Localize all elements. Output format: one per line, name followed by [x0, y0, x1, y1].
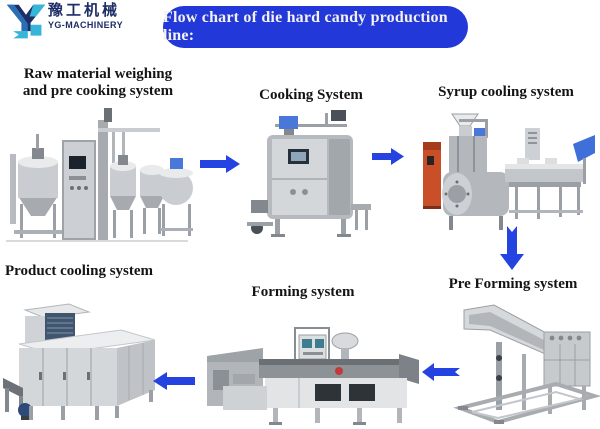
logo-chinese-text: 豫工机械 — [48, 2, 121, 19]
label-syrup-cooling-system: Syrup cooling system — [438, 84, 574, 100]
label-product-cooling-system: Product cooling system — [4, 263, 154, 279]
pre-forming-machine-image — [453, 304, 600, 425]
label-raw-line2: and pre cooking system — [22, 82, 174, 99]
arrow-syrup-to-preforming-icon — [500, 226, 524, 270]
label-forming-system: Forming system — [251, 284, 355, 300]
arrow-preforming-to-forming-icon — [422, 363, 460, 381]
label-raw-line1: Raw material weighing — [23, 66, 173, 82]
cooking-machine-image — [247, 110, 371, 237]
yg-logo-icon — [6, 4, 46, 39]
forming-machine-image — [207, 327, 419, 425]
page-title: Flow chart of die hard candy production … — [163, 9, 448, 44]
logo-english-text: YG-MACHINERY — [48, 20, 123, 30]
label-pre-forming-system: Pre Forming system — [448, 276, 578, 292]
arrow-raw-to-cooking-icon — [200, 155, 240, 173]
syrup-cooling-machine-image — [423, 113, 595, 230]
company-logo: 豫工机械 YG-MACHINERY — [6, 3, 136, 45]
label-cooking-system: Cooking System — [259, 87, 363, 103]
arrow-forming-to-product-icon — [153, 372, 195, 390]
label-raw-material-system: Raw material weighing and pre cooking sy… — [8, 66, 188, 100]
title-banner: Flow chart of die hard candy production … — [163, 6, 468, 48]
arrow-cooking-to-syrup-icon — [372, 148, 404, 165]
product-cooling-machine-image — [3, 303, 156, 420]
raw-material-machine-image — [6, 108, 193, 242]
